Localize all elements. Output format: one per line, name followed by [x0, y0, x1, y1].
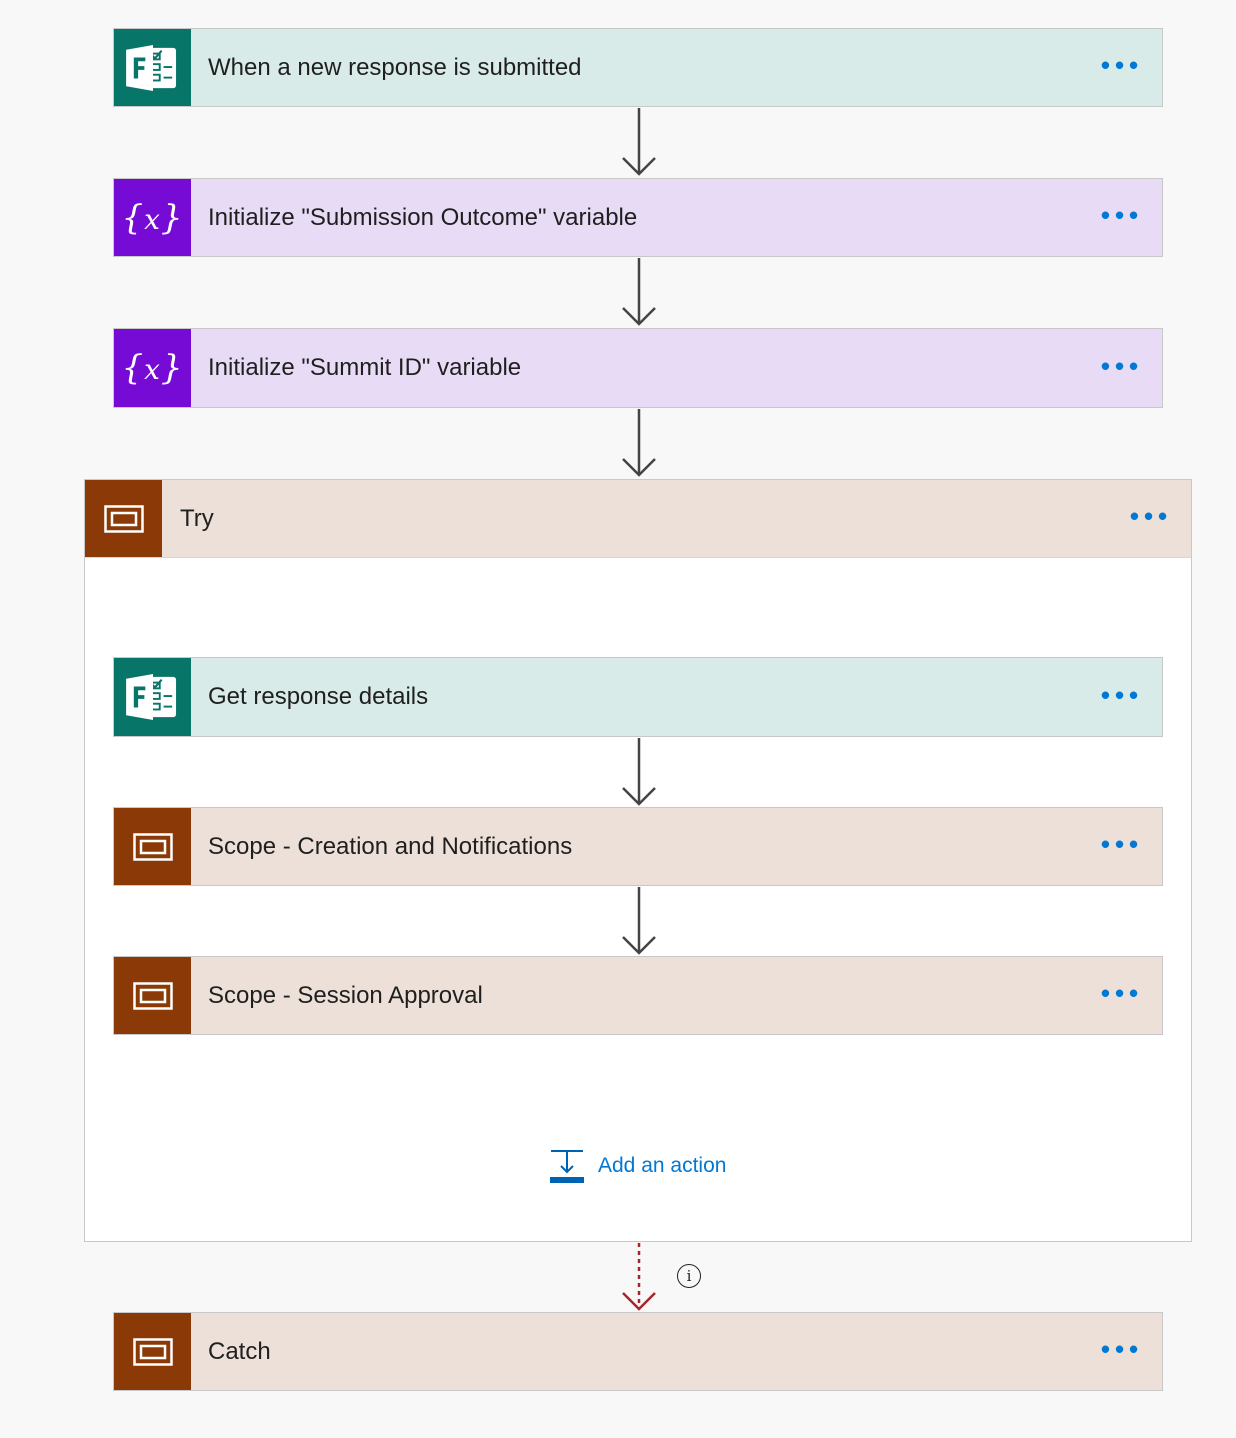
scope-icon: [114, 1313, 191, 1390]
add-action-button[interactable]: Add an action: [549, 1148, 726, 1184]
microsoft-forms-icon: [114, 658, 191, 736]
more-options-button[interactable]: •••: [1100, 978, 1144, 1008]
more-options-button[interactable]: •••: [1100, 200, 1144, 230]
scope-approval-card[interactable]: Scope - Session Approval •••: [113, 956, 1163, 1035]
scope-icon: [114, 808, 191, 885]
connector-arrow-icon: [619, 108, 659, 178]
more-options-button[interactable]: •••: [1100, 1334, 1144, 1364]
add-action-icon: [550, 1150, 584, 1183]
connector-arrow-icon: [619, 409, 659, 479]
try-scope-title: Try: [180, 504, 214, 532]
connector-arrow-icon: [619, 258, 659, 328]
scope-icon: [114, 957, 191, 1034]
trigger-card[interactable]: When a new response is submitted •••: [113, 28, 1163, 107]
info-icon[interactable]: i: [677, 1264, 701, 1288]
try-scope-header[interactable]: Try •••: [85, 480, 1191, 558]
add-action-label: Add an action: [598, 1154, 727, 1177]
scope-creation-card[interactable]: Scope - Creation and Notifications •••: [113, 807, 1163, 886]
init-outcome-title: Initialize "Submission Outcome" variable: [208, 203, 638, 231]
variable-icon: {x}: [114, 329, 191, 407]
more-options-button[interactable]: •••: [1100, 50, 1144, 80]
variable-icon: {x}: [114, 179, 191, 256]
run-after-failure-arrow-icon: [622, 1243, 656, 1311]
get-response-title: Get response details: [208, 683, 429, 710]
scope-approval-title: Scope - Session Approval: [208, 981, 483, 1009]
trigger-title: When a new response is submitted: [208, 53, 582, 81]
microsoft-forms-icon: [114, 29, 191, 106]
init-summit-card[interactable]: {x} Initialize "Summit ID" variable •••: [113, 328, 1163, 408]
catch-title: Catch: [208, 1337, 271, 1365]
more-options-button[interactable]: •••: [1100, 679, 1144, 710]
scope-creation-title: Scope - Creation and Notifications: [208, 832, 573, 860]
connector-arrow-icon: [619, 887, 659, 957]
init-summit-title: Initialize "Summit ID" variable: [208, 354, 522, 381]
more-options-button[interactable]: •••: [1129, 501, 1173, 531]
scope-icon: [85, 480, 162, 557]
more-options-button[interactable]: •••: [1100, 829, 1144, 859]
connector-arrow-icon: [619, 738, 659, 808]
more-options-button[interactable]: •••: [1100, 350, 1144, 381]
catch-card[interactable]: Catch •••: [113, 1312, 1163, 1391]
get-response-card[interactable]: Get response details •••: [113, 657, 1163, 737]
init-outcome-card[interactable]: {x} Initialize "Submission Outcome" vari…: [113, 178, 1163, 257]
